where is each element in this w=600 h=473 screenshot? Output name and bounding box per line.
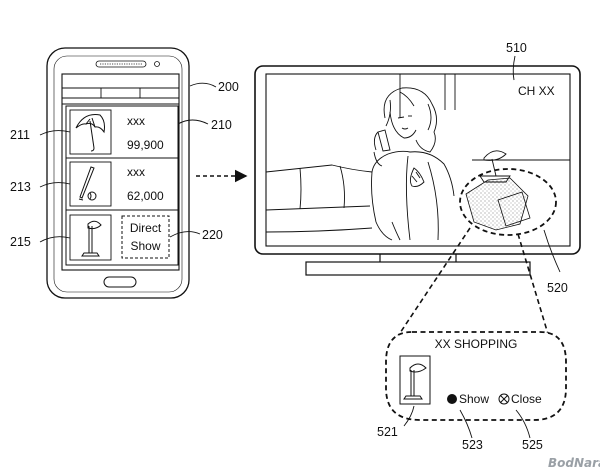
ref-label-213: 213 xyxy=(10,180,31,194)
item-name: xxx xyxy=(127,114,145,128)
ref-label-200: 200 xyxy=(218,80,239,94)
zoom-connector-lines xyxy=(397,227,549,337)
ref-label-521: 521 xyxy=(377,425,398,439)
popup-show-button[interactable] xyxy=(447,394,457,404)
ref-label-215: 215 xyxy=(10,235,31,249)
umbrella-icon xyxy=(75,114,105,152)
reference-leaders-popup xyxy=(403,405,531,439)
ref-label-510: 510 xyxy=(506,41,527,55)
reference-leaders-phone xyxy=(39,82,217,243)
popup-product-thumbnail[interactable] xyxy=(399,355,431,405)
ref-label-211: 211 xyxy=(10,128,30,142)
phone-item-list xyxy=(65,105,179,266)
baseball-bat-icon xyxy=(78,166,97,201)
highlighted-product-region[interactable] xyxy=(465,177,531,231)
item-price: 62,000 xyxy=(127,189,164,203)
ref-label-210: 210 xyxy=(211,118,232,132)
ref-label-523: 523 xyxy=(462,438,483,452)
close-label: Close xyxy=(511,392,542,406)
tv-stand xyxy=(305,254,531,276)
phone-tab-bar[interactable] xyxy=(62,87,179,105)
item-price: 99,900 xyxy=(127,138,164,152)
thumbnail-lamp-icon xyxy=(403,363,427,400)
popup-close-button[interactable] xyxy=(498,393,510,405)
shopping-popup xyxy=(385,331,567,421)
reference-leaders-tv xyxy=(512,55,561,273)
list-item-desk-lamp[interactable] xyxy=(69,214,112,261)
ref-label-220: 220 xyxy=(202,228,223,242)
phone-screen xyxy=(61,73,180,271)
smartphone xyxy=(46,47,190,299)
direct-show-label-line1: Direct xyxy=(130,221,162,235)
channel-indicator: CH XX xyxy=(518,84,555,98)
phone-speaker-grille xyxy=(95,60,147,68)
filled-circle-icon xyxy=(447,394,457,404)
watermark: BodNara xyxy=(548,456,600,470)
item-name: xxx xyxy=(127,165,145,179)
tv-scene xyxy=(265,74,570,241)
show-label: Show xyxy=(459,392,489,406)
popup-title: XX SHOPPING xyxy=(435,337,518,351)
ref-label-520: 520 xyxy=(547,281,568,295)
phone-home-button[interactable] xyxy=(103,276,137,288)
direct-show-label-line2: Show xyxy=(130,239,160,253)
desk-lamp-icon xyxy=(81,220,102,257)
phone-front-camera-icon xyxy=(154,61,160,67)
close-icon xyxy=(498,393,510,405)
ref-label-525: 525 xyxy=(522,438,543,452)
direct-show-button[interactable] xyxy=(121,215,170,259)
highlight-dashed-oval xyxy=(459,168,557,236)
